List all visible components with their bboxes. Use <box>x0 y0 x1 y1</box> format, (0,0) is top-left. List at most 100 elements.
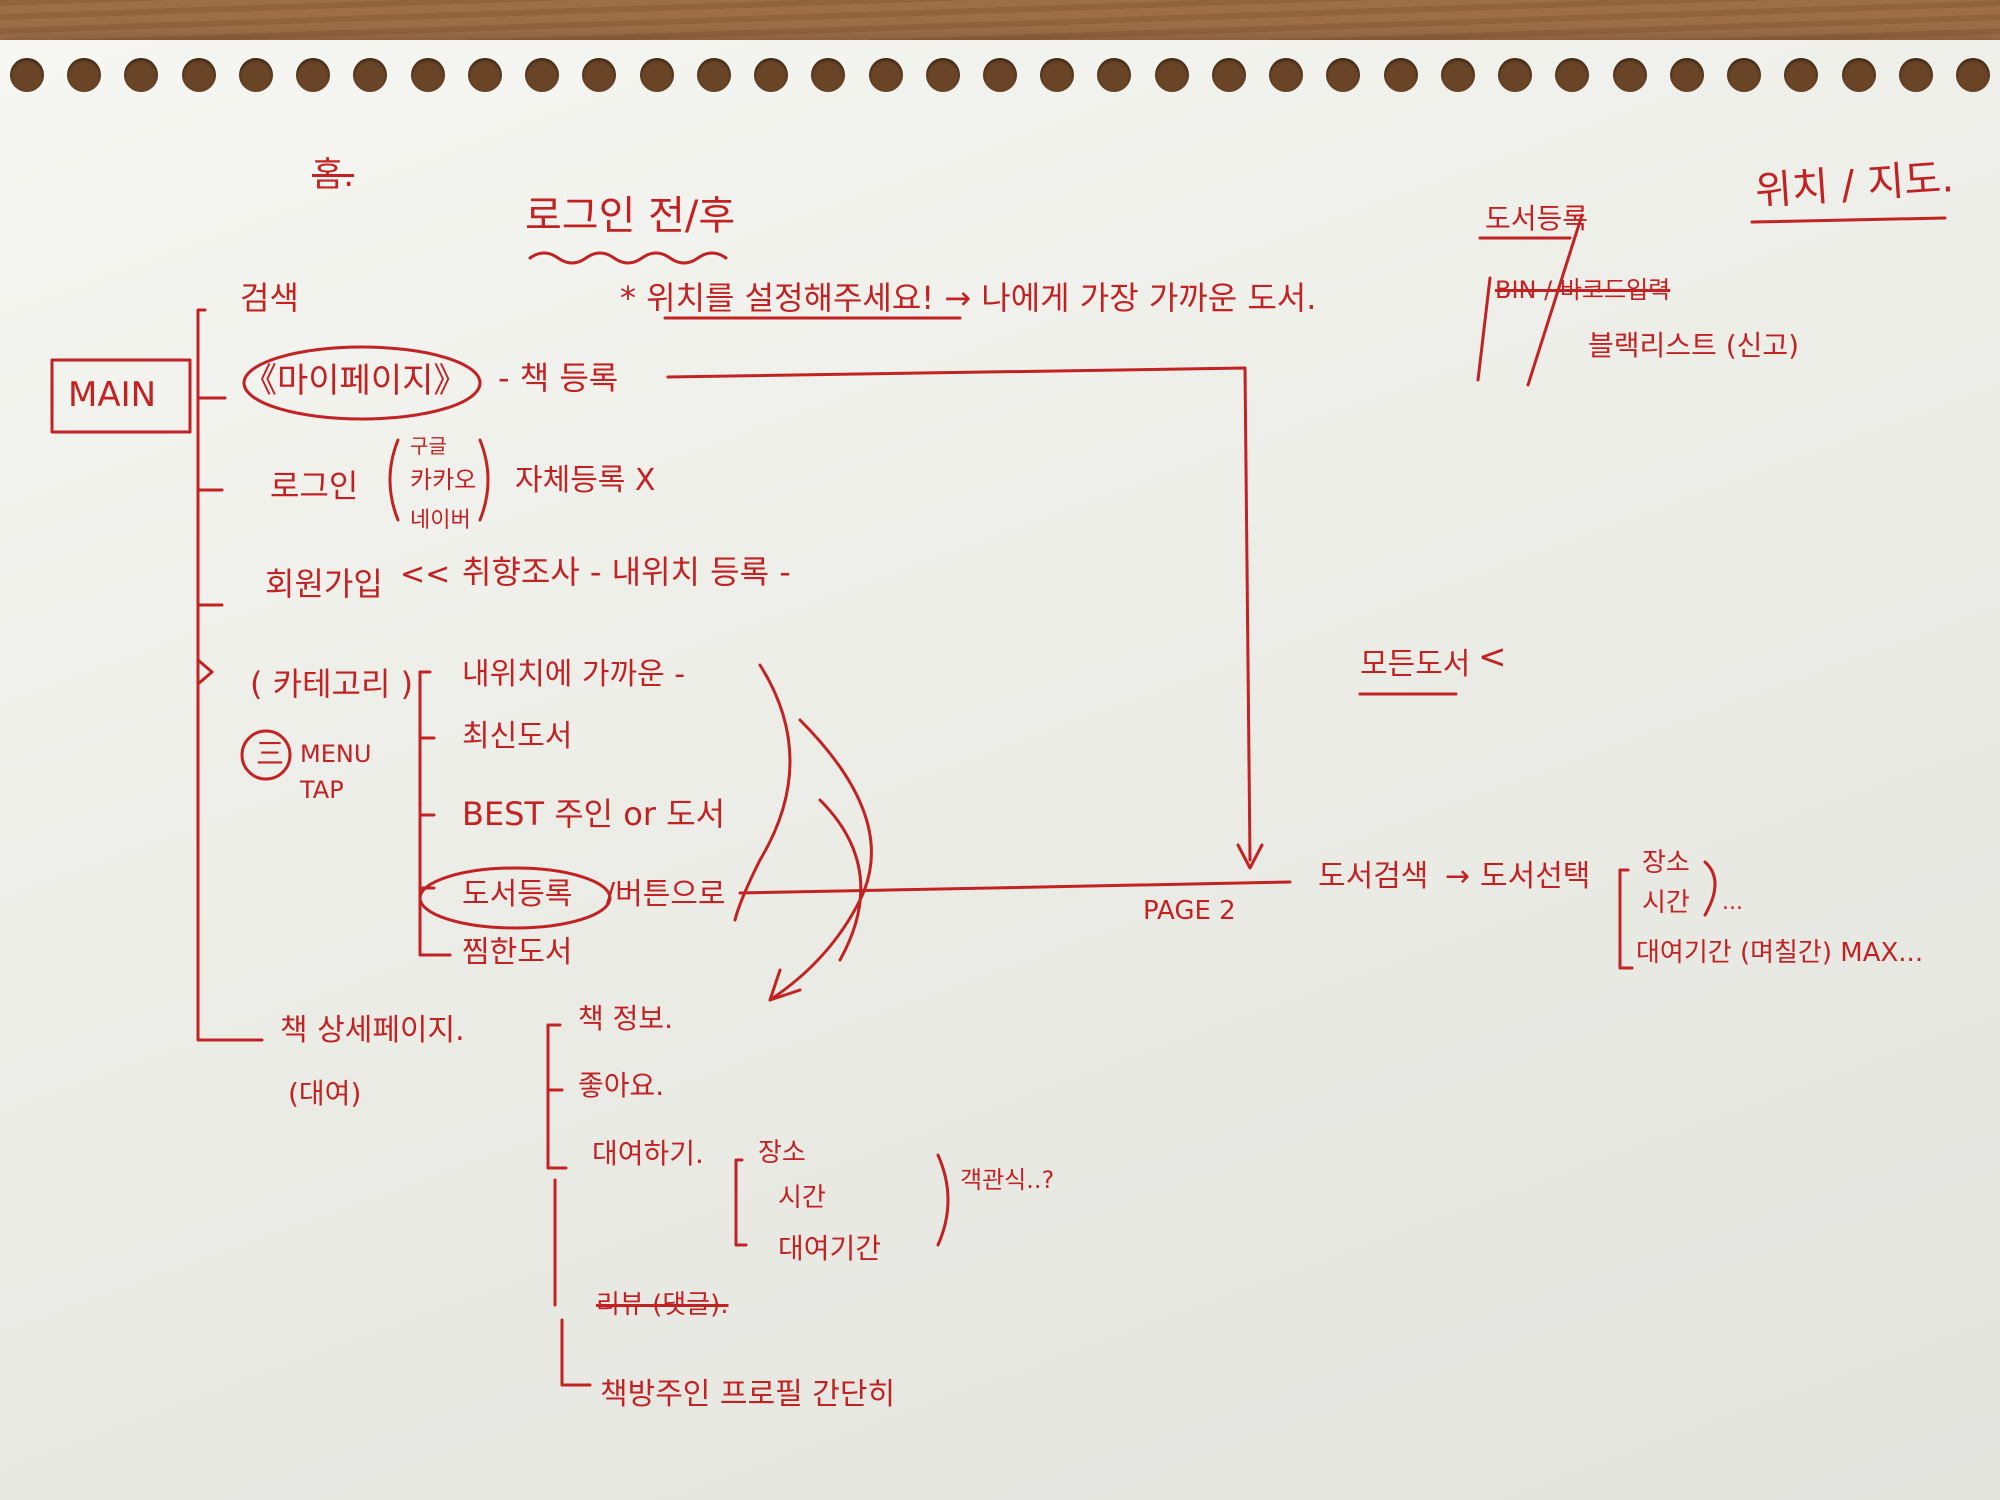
curve-2 <box>768 718 873 1002</box>
page2-arrowhead <box>1236 843 1264 870</box>
owner-profile: 책방주인 프로필 간단히 <box>600 1377 896 1412</box>
spiral-hole <box>1898 58 1933 92</box>
signup-arrow: << <box>400 557 451 592</box>
review-struck: 리뷰 (댓글). <box>596 1290 729 1320</box>
spiral-hole <box>1326 58 1361 92</box>
reg-slash-right <box>1526 213 1584 387</box>
spiral-hole <box>1097 58 1132 92</box>
top-right-underline <box>1750 216 1947 224</box>
register-circle <box>418 866 612 930</box>
spiral-hole <box>1440 58 1475 92</box>
main-bracket <box>196 308 264 1042</box>
detail-item-like: 좋아요. <box>578 1069 665 1102</box>
spiral-hole <box>925 58 960 92</box>
detail-item-info: 책 정보. <box>578 1002 674 1035</box>
search-label: 검색 <box>240 279 299 317</box>
spiral-hole <box>1040 58 1075 92</box>
category-item-wishlist: 찜한도서 <box>462 935 573 970</box>
detail-bracket-1 <box>546 1023 568 1170</box>
spiral-hole <box>1669 58 1704 92</box>
spiral-hole <box>353 58 388 92</box>
spiral-hole <box>868 58 903 92</box>
login-option-kakao: 카카오 <box>410 466 477 494</box>
menu-label: MENU <box>300 740 372 768</box>
spiral-hole <box>696 58 731 92</box>
spiral-hole <box>1211 58 1246 92</box>
page2-label: PAGE 2 <box>1143 896 1236 926</box>
location-prompt: * 위치를 설정해주세요! → 나에게 가장 가까운 도서. <box>620 279 1317 317</box>
title-wave <box>528 251 728 265</box>
spiral-hole <box>238 58 273 92</box>
blacklist-label: 블랙리스트 (신고) <box>1588 329 1800 362</box>
paren-right <box>478 438 490 522</box>
category-item-register: 도서등록 <box>462 877 573 912</box>
spiral-hole <box>1955 58 1990 92</box>
flow-option-place: 장소 <box>1642 848 1690 878</box>
rent-paren <box>936 1153 950 1247</box>
flow-bracket <box>1618 868 1634 970</box>
mypage-to-page2 <box>666 366 1252 862</box>
register-to-page2 <box>738 880 1292 895</box>
book-detail-label: 책 상세페이지. <box>280 1013 465 1048</box>
spiral-hole <box>67 58 102 92</box>
rent-option-time: 시간 <box>778 1183 826 1213</box>
signup-label: 회원가입 <box>265 565 383 603</box>
mypage-circle <box>242 345 482 421</box>
paren-left <box>388 438 400 522</box>
rent-option-period: 대여기간 <box>778 1232 882 1265</box>
book-register-struck: BIN / 바코드입력 <box>1495 276 1671 304</box>
rent-bracket <box>734 1158 748 1247</box>
rent-option-place: 장소 <box>758 1138 806 1168</box>
spiral-hole <box>582 58 617 92</box>
spiral-hole <box>467 58 502 92</box>
spiral-hole <box>1612 58 1647 92</box>
spiral-hole <box>754 58 789 92</box>
spiral-hole <box>811 58 846 92</box>
flow-select: 도서선택 <box>1480 859 1591 894</box>
spiral-hole <box>1269 58 1304 92</box>
login-note: 자체등록 X <box>515 463 656 498</box>
all-books-arrow: < <box>1478 637 1507 677</box>
spiral-hole <box>1727 58 1762 92</box>
category-item-nearby: 내위치에 가까운 - <box>462 657 686 692</box>
login-option-naver: 네이버 <box>410 508 471 533</box>
page-title: 로그인 전/후 <box>525 193 736 239</box>
notebook-paper <box>0 40 2000 1500</box>
spiral-hole <box>124 58 159 92</box>
flow-ellipsis: ... <box>1722 890 1743 915</box>
detail-bracket-3 <box>560 1318 592 1387</box>
main-label: MAIN <box>68 375 157 415</box>
curve-1 <box>733 663 792 922</box>
category-item-best: BEST 주인 or 도서 <box>462 795 726 833</box>
category-item-latest: 최신도서 <box>462 719 573 754</box>
book-detail-sub: (대여) <box>288 1077 362 1110</box>
login-label: 로그인 <box>270 467 359 505</box>
curve-3 <box>818 798 863 962</box>
rent-note: 객관식..? <box>960 1166 1055 1194</box>
main-box <box>50 358 192 434</box>
spiral-hole <box>1498 58 1533 92</box>
book-register-title: 도서등록 <box>1485 202 1589 235</box>
flow-option-time: 시간 <box>1642 888 1690 918</box>
spiral-holes <box>0 58 2000 98</box>
spiral-hole <box>982 58 1017 92</box>
spiral-hole <box>1555 58 1590 92</box>
all-books-label: 모든도서 <box>1360 647 1471 682</box>
spiral-hole <box>1784 58 1819 92</box>
curve-arrowhead <box>768 968 802 1002</box>
spiral-hole <box>10 58 44 92</box>
login-option-google: 구글 <box>410 434 447 458</box>
spiral-hole <box>1154 58 1189 92</box>
spiral-hole <box>1841 58 1876 92</box>
detail-item-rent: 대여하기. <box>592 1137 704 1170</box>
signup-flow: 취향조사 - 내위치 등록 - <box>462 553 791 591</box>
spiral-hole <box>639 58 674 92</box>
flow-option-period: 대여기간 (며칠간) MAX... <box>1636 938 1924 968</box>
flow-paren <box>1703 860 1717 917</box>
top-left-mark: 홈. <box>312 155 355 195</box>
mypage-label: 《마이페이지》 <box>243 361 468 401</box>
branch-arrow <box>196 658 214 686</box>
spiral-hole <box>410 58 445 92</box>
register-button-suffix: /버튼으로 <box>605 877 726 912</box>
